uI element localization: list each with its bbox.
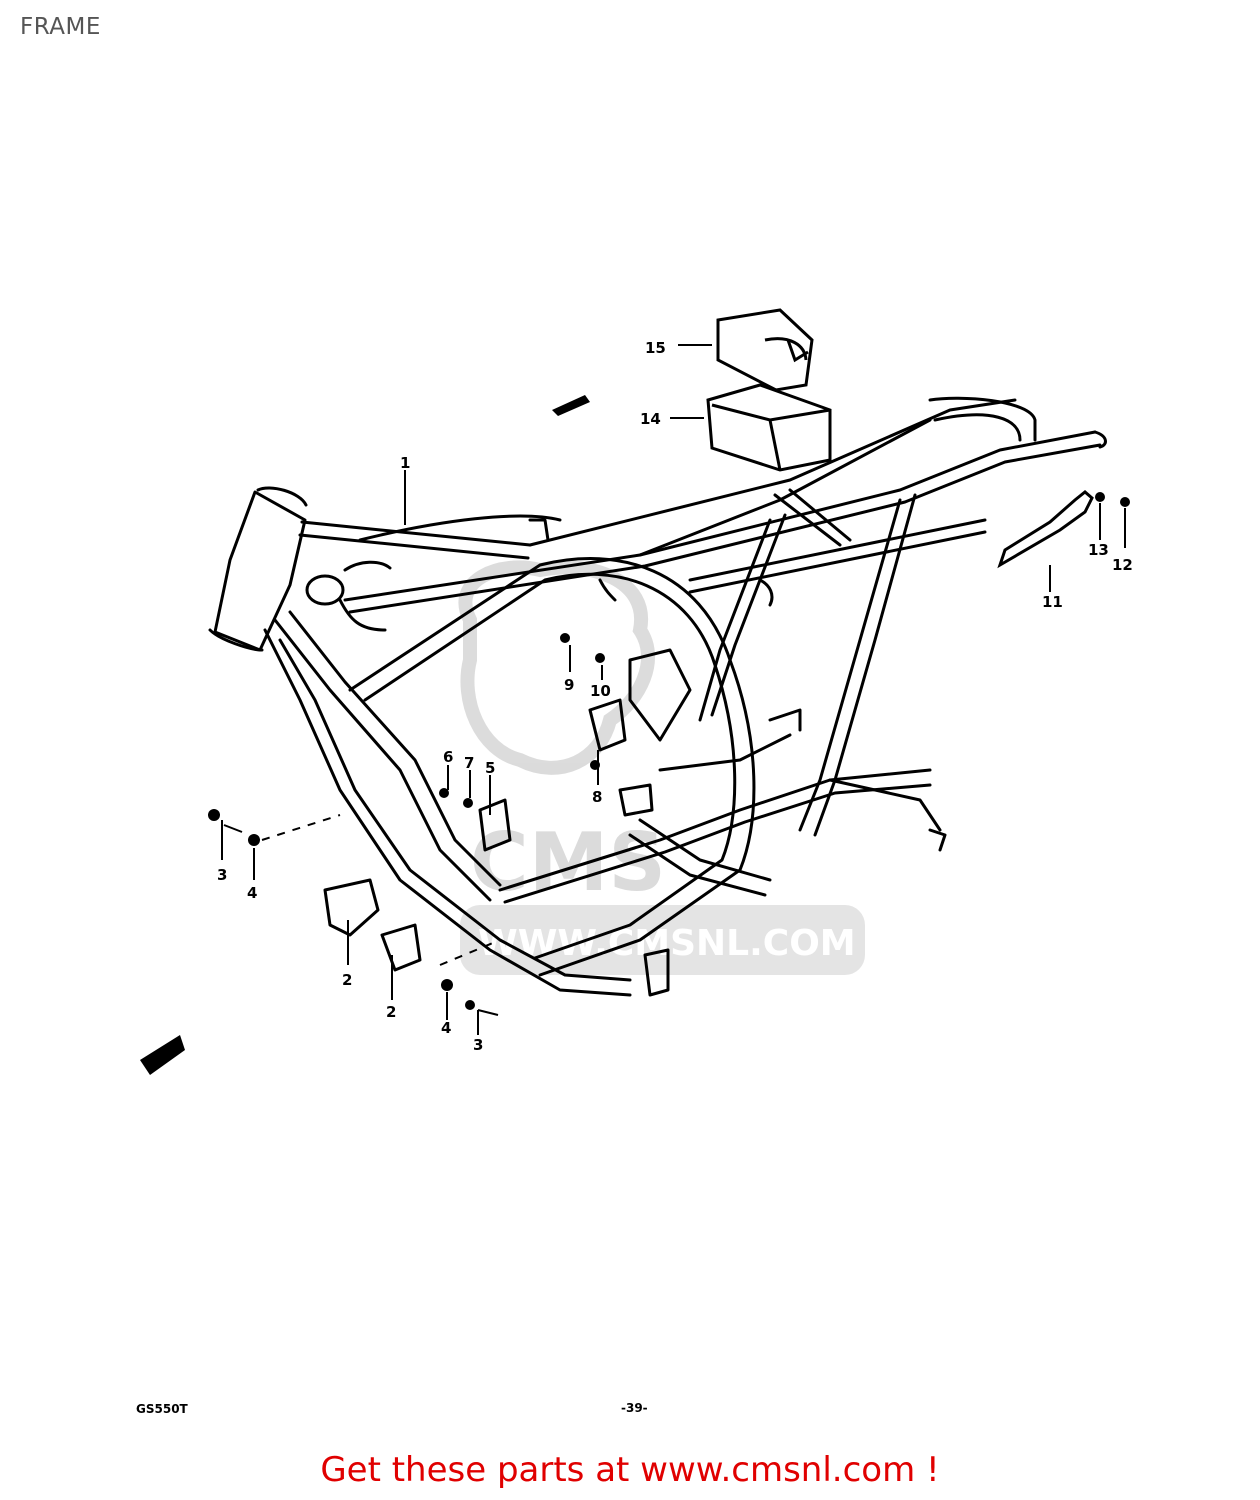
callout-12: 12 [1112, 556, 1133, 574]
frame-structure [208, 396, 1107, 997]
rear-bracket [997, 490, 1094, 569]
front-downtube-right [273, 618, 492, 902]
callout-3: 3 [473, 1036, 483, 1054]
watermark-banner [460, 905, 865, 975]
cta-link[interactable]: Get these parts at www.cmsnl.com ! [320, 1450, 940, 1490]
front-arrow-icon [140, 1035, 185, 1075]
callout-8: 8 [592, 788, 602, 806]
watermark-mascot-icon [458, 560, 656, 775]
top-tube-left [300, 520, 532, 547]
leader-lines [221, 344, 1126, 1035]
callout-6: 6 [443, 748, 453, 766]
callout-2: 2 [386, 1003, 396, 1021]
battery-box [706, 383, 832, 472]
battery-cover [716, 308, 814, 392]
callout-3: 3 [217, 866, 227, 884]
callout-9: 9 [564, 676, 574, 694]
page-title: FRAME [20, 14, 101, 40]
front-downtube-left [263, 628, 632, 997]
steering-head [213, 490, 307, 652]
callout-4: 4 [247, 884, 257, 902]
top-tube-right [343, 430, 1097, 602]
callout-4: 4 [441, 1019, 451, 1037]
frame-exploded-diagram: CMS WWW.CMSNL.COM [140, 308, 1133, 1075]
callout-5: 5 [485, 759, 495, 777]
page-number: -39- [621, 1401, 648, 1415]
callout-10: 10 [590, 682, 611, 700]
watermark-brand: CMS [470, 816, 666, 909]
fasteners [208, 492, 1130, 1010]
callout-1: 1 [400, 454, 410, 472]
callout-15: 15 [645, 339, 666, 357]
callout-7: 7 [464, 754, 474, 772]
callout-11: 11 [1042, 593, 1063, 611]
callout-13: 13 [1088, 541, 1109, 559]
rear-down-tube [798, 498, 902, 832]
model-code: GS550T [136, 1402, 188, 1416]
callout-14: 14 [640, 410, 661, 428]
top-arrow-icon [552, 395, 590, 416]
engine-mount-bracket [628, 648, 692, 742]
callout-2: 2 [342, 971, 352, 989]
rear-subframe [528, 398, 1017, 547]
cmsnl-watermark: CMS WWW.CMSNL.COM [458, 560, 865, 975]
